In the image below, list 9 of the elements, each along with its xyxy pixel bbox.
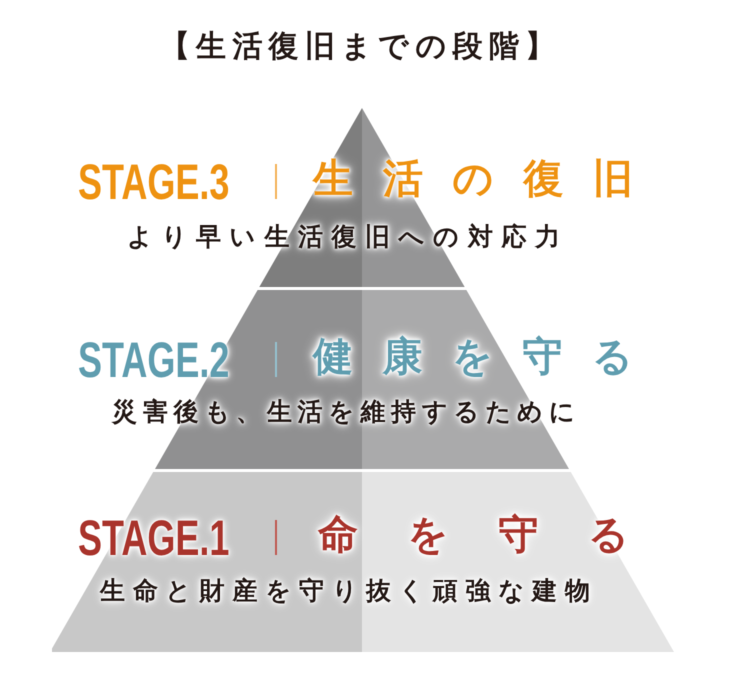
stage-number: STAGE.1 (78, 519, 230, 557)
stage-number: STAGE.3 (78, 163, 230, 201)
stage-heading: 健康を守る (313, 335, 633, 379)
stage-description: 生命と財産を守り抜く頑強な建物 (100, 576, 590, 606)
stage-heading: 命を守る (318, 513, 629, 557)
diagram-title: 【生活復旧までの段階】 (160, 28, 555, 66)
pyramid-tier (78, 108, 632, 287)
stage-description: より早い生活復旧への対応力 (127, 222, 560, 252)
pyramid-tier (52, 472, 676, 652)
